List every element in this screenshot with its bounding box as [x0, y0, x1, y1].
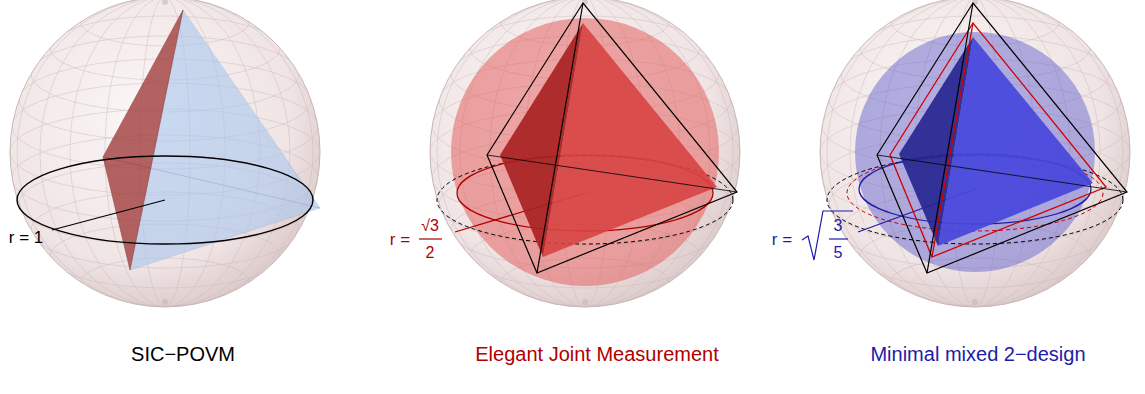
- radius-label: r = 1: [9, 229, 44, 248]
- caption-label: Elegant Joint Measurement: [475, 343, 718, 365]
- radius-label: r =: [772, 231, 792, 250]
- sic-sphere: [10, 0, 320, 307]
- caption-label: Minimal mixed 2−design: [870, 343, 1085, 365]
- fraction-denominator: 5: [834, 244, 843, 262]
- mixed-design-sphere: [820, 0, 1130, 307]
- ejm-sphere: [430, 0, 740, 307]
- caption-label: SIC−POVM: [131, 343, 235, 365]
- radius-label: r =: [390, 231, 410, 250]
- fraction-numerator: √3: [421, 217, 439, 235]
- radical-sign: [802, 211, 853, 260]
- fraction-bar: [829, 238, 848, 239]
- fraction-denominator: 2: [426, 244, 435, 262]
- fraction-numerator: 3: [834, 217, 843, 235]
- fraction-bar: [419, 238, 442, 239]
